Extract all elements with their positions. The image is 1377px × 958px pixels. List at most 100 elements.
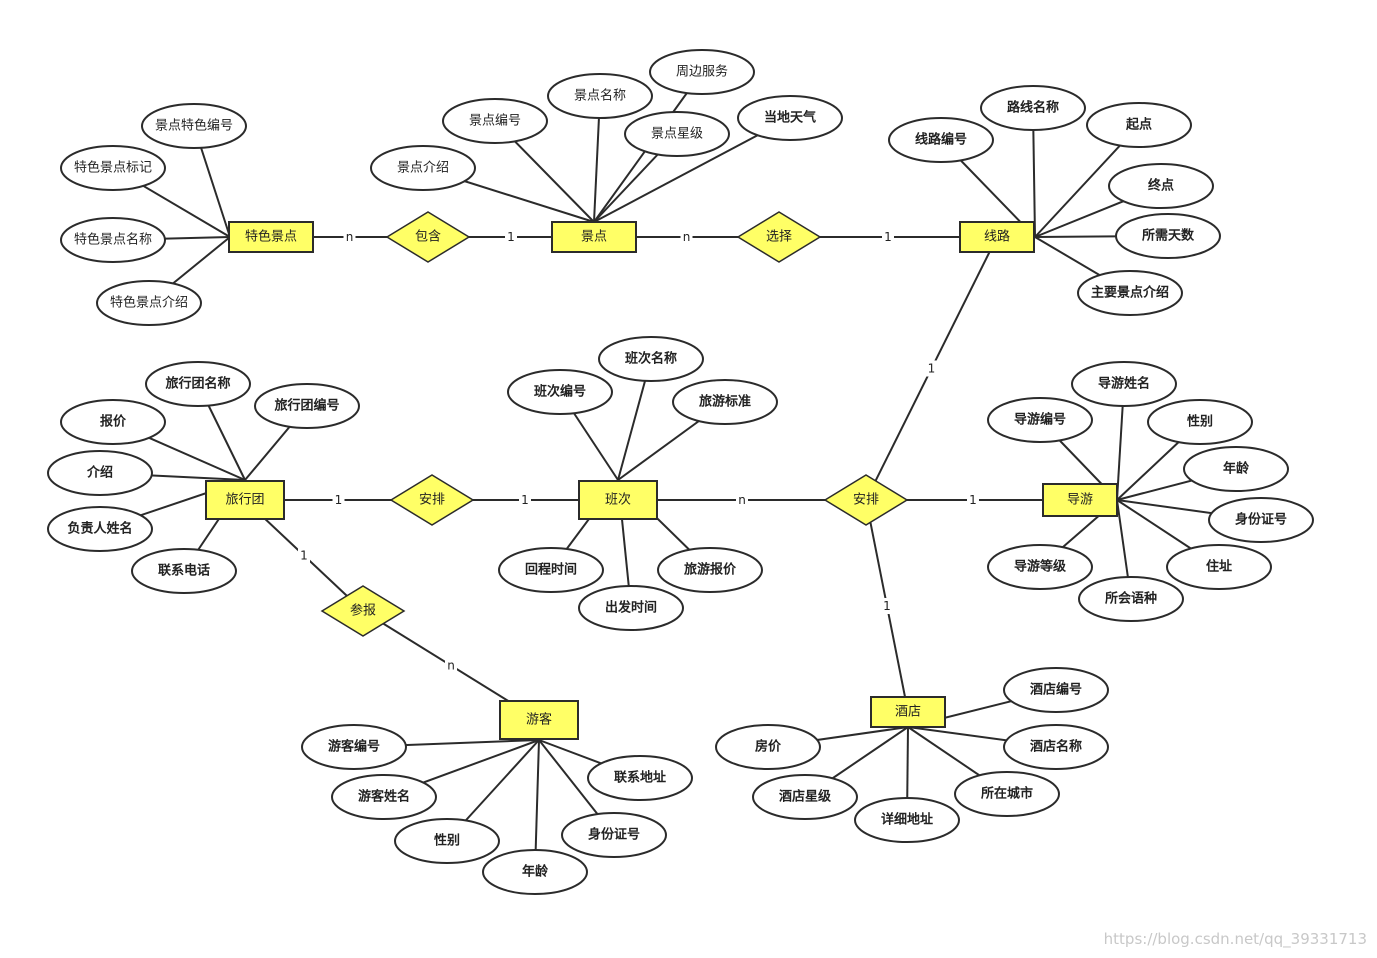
attribute-f2: 导游编号 [987,397,1093,443]
attribute-e2: 班次编号 [507,369,613,415]
attribute-label: 年龄 [1223,461,1250,477]
relation-ap1: 安排 [389,474,475,526]
attribute-label: 旅游报价 [684,562,737,578]
cardinality-label: 1 [925,360,938,377]
attribute-a4: 特色景点介绍 [96,280,202,326]
attribute-label: 特色景点名称 [74,232,152,248]
attribute-b2: 景点编号 [442,98,548,144]
watermark: https://blog.csdn.net/qq_39331713 [1103,930,1367,948]
attribute-a3: 特色景点名称 [60,217,166,263]
attribute-label: 起点 [1125,117,1152,133]
attribute-label: 主要景点介绍 [1091,285,1169,301]
attribute-f8: 所会语种 [1078,576,1184,622]
attribute-e1: 班次名称 [598,336,704,382]
attribute-label: 房价 [755,739,782,755]
attribute-label: 线路编号 [915,132,967,148]
svg-text:1: 1 [335,493,343,507]
entity-tsjd: 特色景点 [228,221,314,253]
svg-text:1: 1 [883,599,891,613]
svg-text:n: n [683,230,691,244]
attribute-d1: 旅行团名称 [145,361,251,407]
attribute-c6: 主要景点介绍 [1077,270,1183,316]
attribute-h2: 酒店名称 [1003,724,1109,770]
attribute-label: 景点特色编号 [155,118,233,134]
attribute-label: 所在城市 [981,786,1033,802]
attribute-c4: 终点 [1108,163,1214,209]
attribute-label: 旅行团名称 [165,376,230,392]
relation-xz: 选择 [736,211,822,263]
attribute-label: 游客编号 [328,739,380,755]
relation-cb: 参报 [320,585,406,637]
attribute-b6: 当地天气 [737,95,843,141]
cardinality-label: 1 [882,229,894,245]
attribute-label: 班次名称 [625,351,677,367]
attribute-label: 导游编号 [1014,412,1066,428]
svg-text:n: n [447,659,455,673]
relation-bh: 包含 [385,211,471,263]
attribute-label: 周边服务 [676,64,728,80]
relation-label: 包含 [415,229,441,245]
entity-jdian: 酒店 [870,696,946,728]
attribute-label: 年龄 [522,864,549,880]
attribute-label: 导游等级 [1014,559,1067,575]
attribute-a2: 特色景点标记 [60,145,166,191]
entity-bc: 班次 [578,480,658,520]
entity-label: 景点 [581,230,607,245]
relation-label: 安排 [419,493,445,508]
attribute-label: 旅游标准 [699,394,751,410]
cardinality-label: n [736,492,748,508]
attribute-label: 介绍 [86,465,113,481]
attribute-label: 联系地址 [614,770,666,786]
cardinality-label: 1 [519,492,531,508]
svg-text:n: n [738,493,746,507]
attribute-label: 住址 [1206,559,1232,575]
attribute-h4: 所在城市 [954,771,1060,817]
attribute-label: 报价 [100,415,127,430]
cardinality-label: 1 [881,598,893,614]
entity-label: 导游 [1067,493,1093,508]
attribute-b5: 景点星级 [624,111,730,157]
attribute-label: 性别 [1187,414,1213,430]
attribute-label: 详细地址 [881,812,933,828]
attribute-label: 班次编号 [534,384,586,400]
relation-label: 参报 [350,603,376,619]
attribute-a1: 景点特色编号 [141,103,247,149]
attribute-label: 当地天气 [764,110,816,126]
svg-text:1: 1 [521,493,529,507]
attribute-d2: 报价 [60,399,166,445]
attribute-g6: 年龄 [482,849,588,895]
attribute-e4: 回程时间 [498,547,604,593]
attribute-h6: 详细地址 [854,797,960,843]
relation-label: 选择 [766,230,792,245]
attribute-label: 身份证号 [1235,512,1287,528]
attribute-h3: 房价 [715,724,821,770]
attribute-label: 旅行团编号 [274,398,339,414]
cardinality-label: 1 [332,492,345,508]
attribute-h5: 酒店星级 [752,774,858,820]
attribute-g3: 联系地址 [587,755,693,801]
entity-label: 班次 [605,492,631,508]
attribute-label: 酒店编号 [1030,682,1082,698]
attribute-c3: 起点 [1086,102,1192,148]
attribute-label: 酒店星级 [779,789,832,805]
attribute-b1: 景点介绍 [370,145,476,191]
attribute-label: 特色景点介绍 [110,295,188,311]
attribute-e5: 旅游报价 [657,547,763,593]
entity-label: 旅行团 [225,493,264,508]
entity-label: 特色景点 [245,229,297,245]
svg-text:n: n [346,230,354,244]
cardinality-label: 1 [967,492,979,508]
attribute-d4: 介绍 [47,450,153,496]
attribute-c1: 线路编号 [888,117,994,163]
attribute-label: 身份证号 [588,827,640,843]
attribute-g5: 性别 [394,818,500,864]
attribute-label: 所会语种 [1105,591,1157,607]
entity-lxt: 旅行团 [205,480,285,520]
attribute-f4: 年龄 [1183,446,1289,492]
attribute-g1: 游客编号 [301,724,407,770]
attribute-d6: 联系电话 [131,548,237,594]
attribute-g2: 游客姓名 [331,774,437,820]
entity-label: 酒店 [895,705,921,720]
svg-text:1: 1 [928,362,936,376]
